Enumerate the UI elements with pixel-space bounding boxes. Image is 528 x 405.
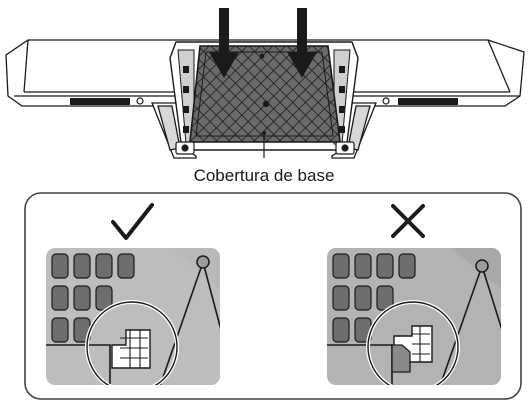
incorrect-installation-detail <box>326 247 502 386</box>
correct-installation-detail <box>45 247 221 386</box>
callout-point <box>262 131 266 135</box>
cross-icon <box>391 204 425 238</box>
right-speaker-grille <box>398 98 458 105</box>
down-arrow-icon <box>287 8 317 78</box>
left-speaker-grille <box>70 98 130 105</box>
correct-panel-border <box>44 246 222 387</box>
screw-hole-right <box>382 97 390 105</box>
cover-inner-edge <box>195 51 334 137</box>
side-slots <box>183 66 345 133</box>
cover-top-screw <box>259 53 265 59</box>
stand-feet <box>175 141 355 155</box>
down-arrow-icon <box>209 8 239 78</box>
screw-hole-left <box>136 97 144 105</box>
incorrect-panel-border <box>325 246 503 387</box>
callout-label: Cobertura de base <box>194 166 335 185</box>
tv-assembly: Cobertura de base <box>5 8 525 185</box>
cover-screw <box>262 100 270 108</box>
stand-base-cover <box>189 45 341 143</box>
check-icon <box>111 203 154 240</box>
